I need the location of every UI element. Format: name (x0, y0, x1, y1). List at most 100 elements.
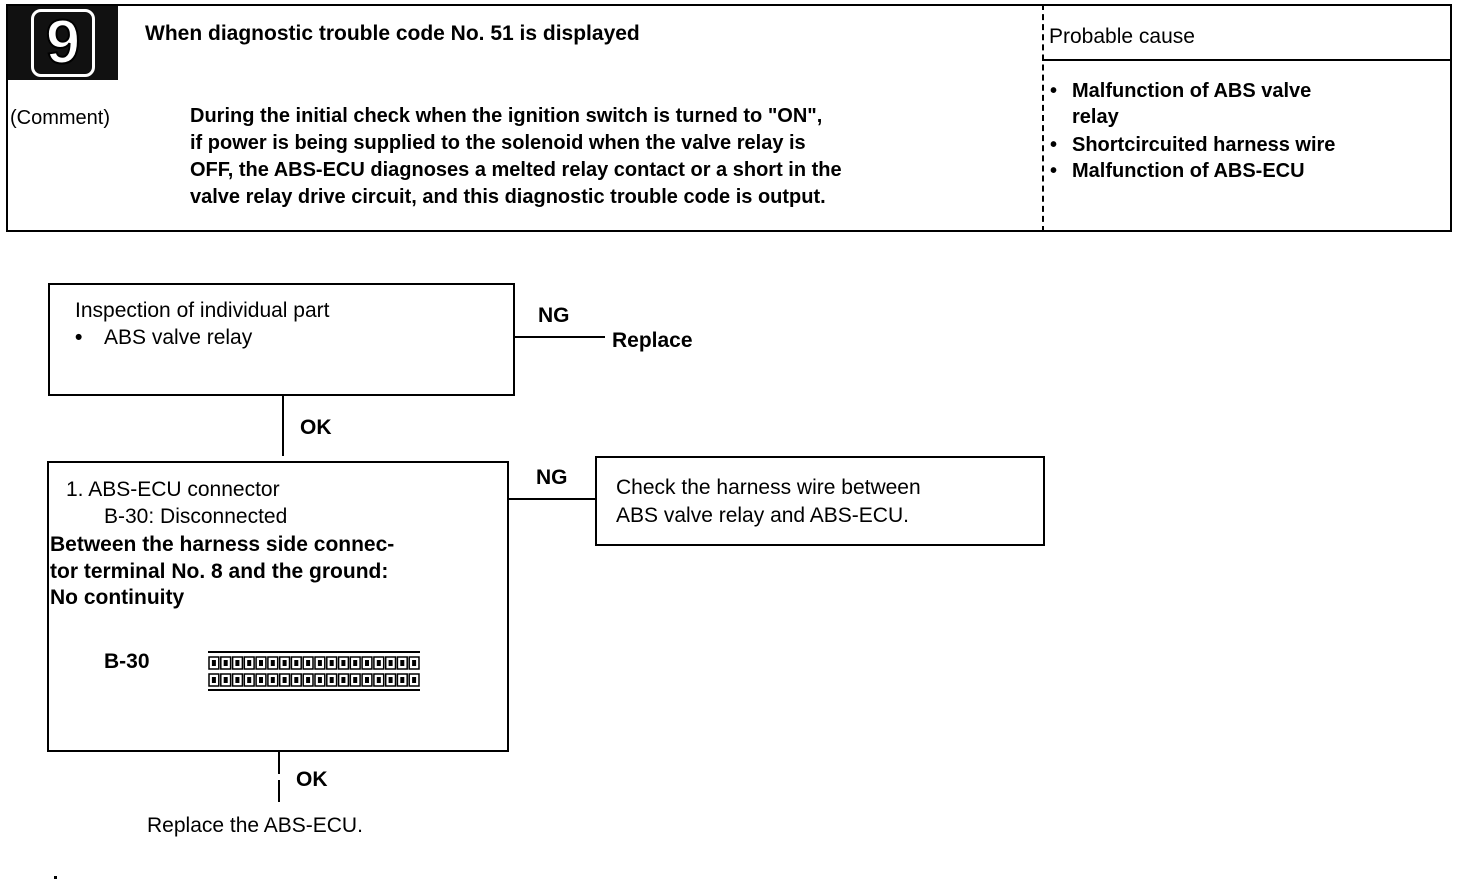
connector-pin (278, 673, 291, 687)
connector-pin (267, 656, 279, 670)
probable-cause-item-continued: relay (1072, 106, 1119, 128)
connector-pin (326, 673, 338, 687)
connector-pin (314, 673, 326, 687)
connector-check-line: 1. ABS-ECU connector (66, 478, 280, 501)
connector-pin-mark (317, 677, 322, 683)
inspection-step-item: ABS valve relay (104, 326, 253, 349)
connector-pin-mark (223, 677, 228, 683)
harness-check-line: Check the harness wire between (616, 476, 921, 499)
ok-connector-line (282, 396, 284, 456)
harness-check-step-box (595, 456, 1045, 546)
connector-pin (326, 656, 338, 670)
connector-pin-mark (376, 677, 381, 683)
connector-pin-mark (270, 660, 275, 666)
connector-pin-mark (412, 660, 417, 666)
connector-pin (408, 656, 420, 670)
connector-pin (255, 673, 267, 687)
ok-connector-line (278, 780, 280, 802)
connector-pin-mark (388, 660, 393, 666)
probable-cause-item: Shortcircuited harness wire (1072, 134, 1336, 156)
ng-label: NG (536, 466, 568, 489)
connector-label: B-30 (104, 650, 150, 673)
final-action: Replace the ABS-ECU. (147, 814, 363, 837)
connector-pin (255, 656, 267, 670)
connector-pin-mark (353, 677, 358, 683)
comment-line: OFF, the ABS-ECU diagnoses a melted rela… (190, 159, 842, 181)
connector-pin-mark (306, 677, 311, 683)
connector-pin-mark (247, 677, 252, 683)
connector-pin-mark (341, 660, 346, 666)
replace-action: Replace (612, 329, 693, 352)
comment-line: if power is being supplied to the soleno… (190, 132, 806, 154)
connector-pin (243, 656, 255, 670)
connector-pin-mark (412, 677, 417, 683)
connector-pin (243, 673, 255, 687)
connector-pin (337, 656, 350, 670)
comment-line: During the initial check when the igniti… (190, 105, 823, 127)
connector-check-line: No continuity (50, 586, 185, 609)
bullet-icon (1050, 159, 1057, 183)
connector-pin (231, 673, 244, 687)
connector-pin-mark (400, 677, 405, 683)
ng-label: NG (538, 304, 570, 327)
connector-pin-mark (259, 677, 263, 683)
connector-pin (337, 673, 350, 687)
connector-pin-mark (294, 660, 299, 666)
trouble-code-info-box (6, 4, 1452, 232)
ng-connector-line (509, 498, 596, 500)
inspection-step-title: Inspection of individual part (75, 299, 330, 322)
section-title: When diagnostic trouble code No. 51 is d… (145, 22, 640, 45)
connector-pin-mark (211, 660, 216, 666)
section-number-badge: 9 (8, 6, 118, 80)
comment-label: (Comment) (10, 107, 111, 129)
connector-pin-mark (259, 660, 263, 666)
section-number: 9 (30, 9, 96, 77)
connector-pin (373, 673, 385, 687)
connector-pin (220, 673, 232, 687)
connector-check-line: tor terminal No. 8 and the ground: (50, 560, 389, 583)
connector-pin (384, 673, 397, 687)
bullet-icon (75, 325, 82, 351)
connector-pin (267, 673, 279, 687)
connector-pin-mark (282, 660, 287, 666)
connector-pin (408, 673, 420, 687)
ng-connector-line (515, 336, 605, 338)
connector-pin-mark (329, 660, 334, 666)
connector-pin-mark (247, 660, 252, 666)
connector-pin (208, 656, 220, 670)
bullet-icon (1050, 79, 1057, 103)
heading-rule (1042, 59, 1452, 61)
connector-pin (396, 656, 408, 670)
connector-pin (231, 656, 244, 670)
connector-pin (349, 656, 361, 670)
ok-label: OK (296, 768, 328, 791)
connector-pin-mark (317, 660, 322, 666)
connector-pin-mark (235, 660, 240, 666)
connector-pin (302, 656, 314, 670)
scan-speck (54, 876, 57, 879)
connector-pin-mark (294, 677, 299, 683)
connector-pin (302, 673, 314, 687)
connector-pin-mark (400, 660, 405, 666)
bullet-icon (1050, 133, 1057, 157)
connector-pin (278, 656, 291, 670)
connector-pin (220, 656, 232, 670)
connector-pin-mark (270, 677, 275, 683)
connector-pin-mark (341, 677, 346, 683)
connector-pin (349, 673, 361, 687)
connector-check-line: Between the harness side connec- (50, 533, 395, 556)
connector-pin (373, 656, 385, 670)
connector-pin-mark (235, 677, 240, 683)
connector-check-step-box (47, 461, 509, 752)
connector-outline (208, 689, 420, 691)
inspection-step-box (48, 283, 515, 396)
connector-check-line: B-30: Disconnected (104, 505, 288, 528)
connector-pin-mark (353, 660, 358, 666)
connector-pin (396, 673, 408, 687)
connector-outline (208, 651, 420, 653)
connector-pin-mark (365, 677, 369, 683)
harness-check-line: ABS valve relay and ABS-ECU. (616, 504, 909, 527)
probable-cause-item: Malfunction of ABS valve (1072, 80, 1312, 102)
connector-pin-mark (211, 677, 216, 683)
column-divider (1042, 4, 1044, 232)
